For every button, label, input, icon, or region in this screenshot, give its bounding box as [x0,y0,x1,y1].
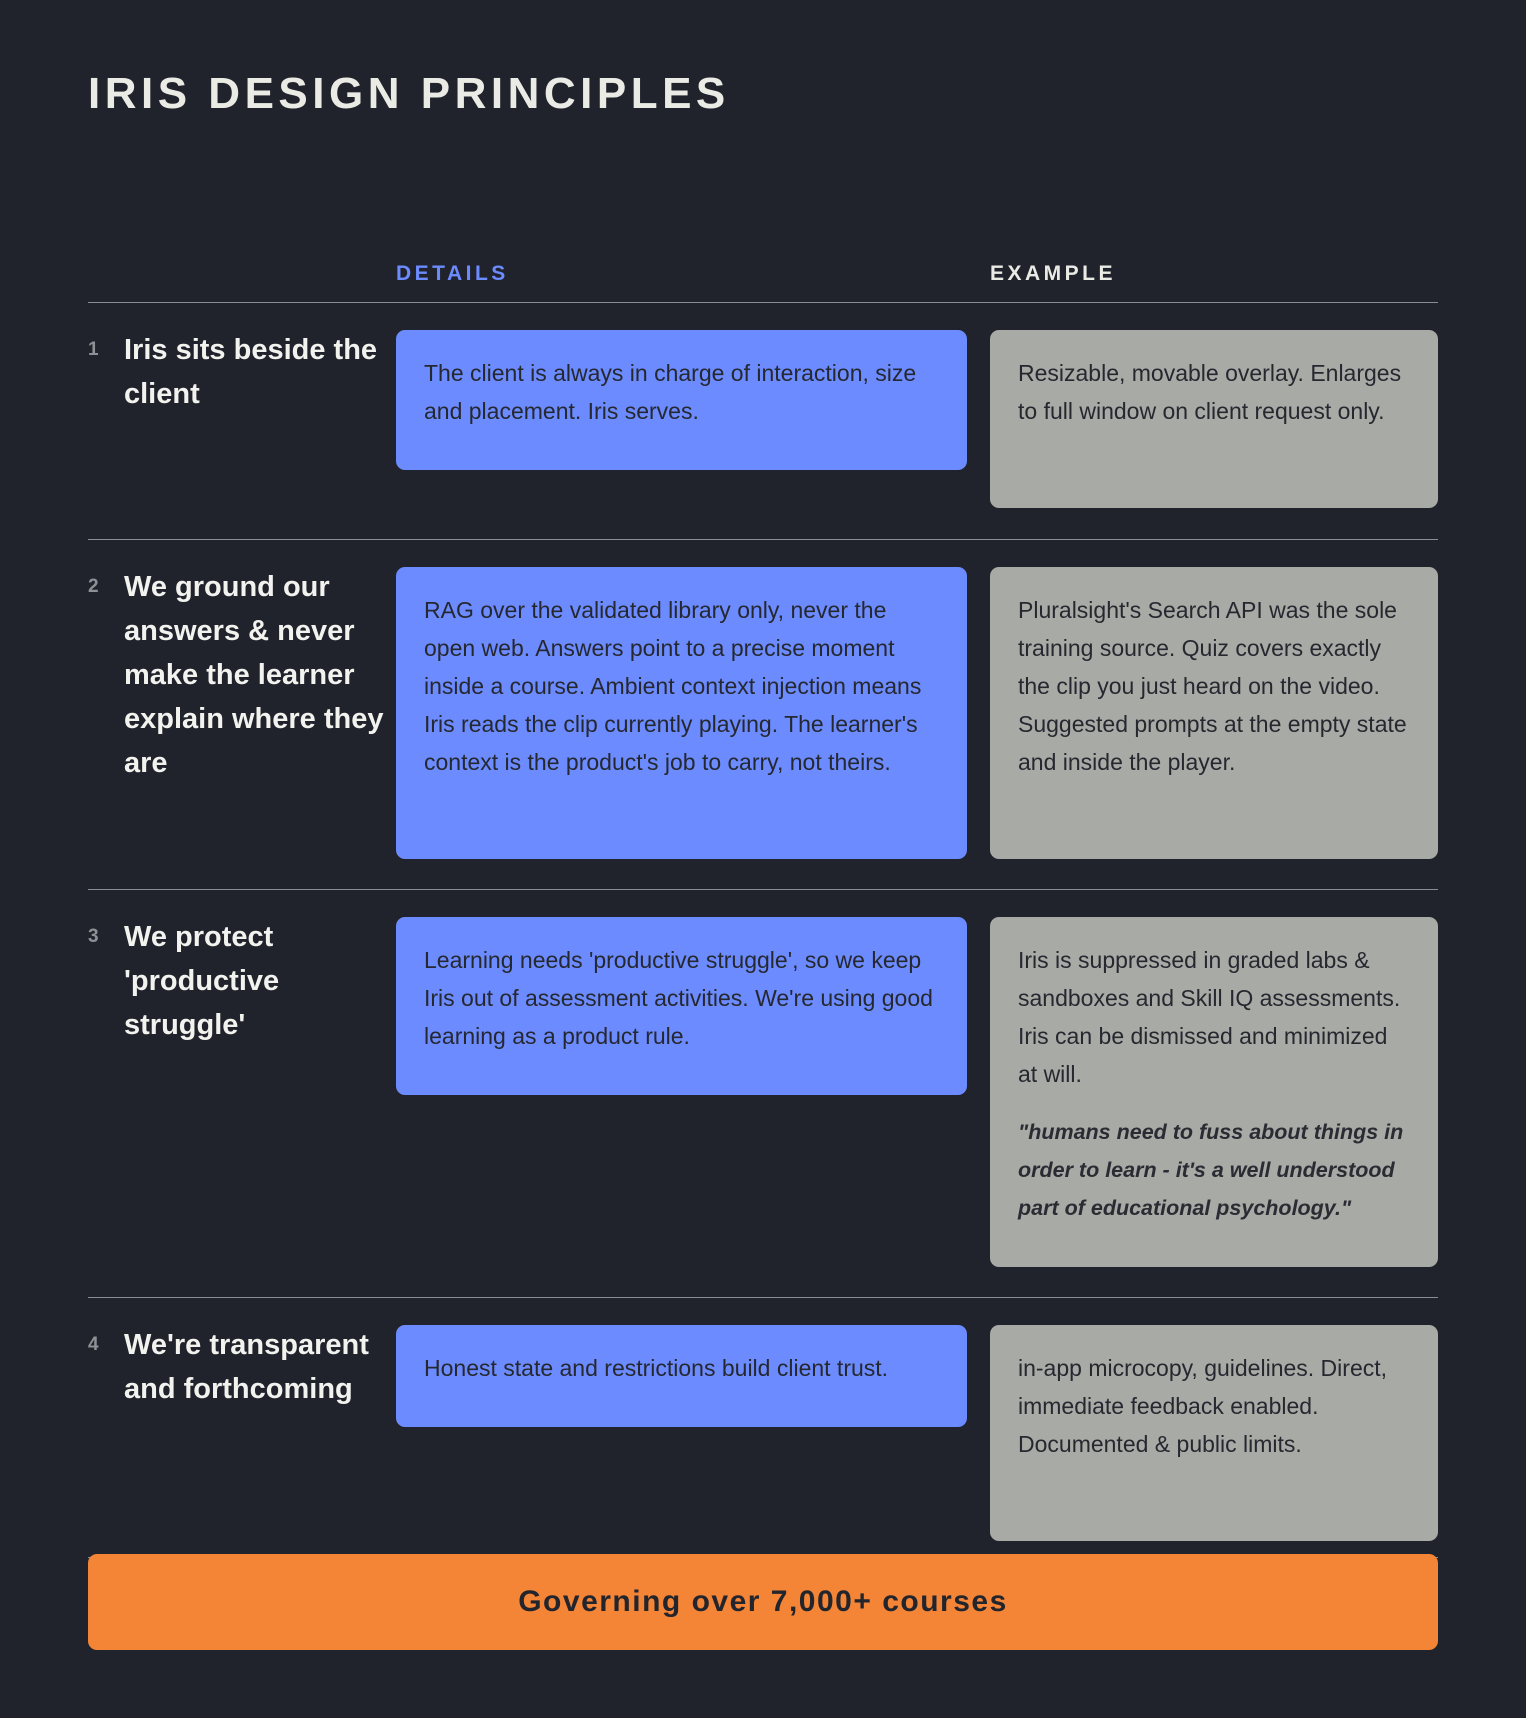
details-card: Learning needs 'productive struggle', so… [396,917,967,1095]
column-headers: DETAILS EXAMPLE [88,262,1438,302]
divider [88,889,1438,890]
example-card: Iris is suppressed in graded labs & sand… [990,917,1438,1267]
page-title: IRIS DESIGN PRINCIPLES [88,69,730,118]
example-card: in-app microcopy, guidelines. Direct, im… [990,1325,1438,1541]
principle-row-4: 4 We're transparent and forthcoming Hone… [88,1298,1438,1557]
principle-title: Iris sits beside the client [124,334,378,410]
details-card: Honest state and restrictions build clie… [396,1325,967,1427]
divider [88,302,1438,303]
principle-number: 4 [88,1334,99,1355]
divider [88,1297,1438,1298]
example-card: Pluralsight's Search API was the sole tr… [990,567,1438,859]
details-card: RAG over the validated library only, nev… [396,567,967,859]
principle-number: 1 [88,339,99,360]
courses-banner: Governing over 7,000+ courses [88,1554,1438,1650]
details-card: The client is always in charge of intera… [396,330,967,470]
principle-row-1: 1 Iris sits beside the client The client… [88,303,1438,539]
column-header-example: EXAMPLE [990,262,1117,285]
principle-title: We ground our answers & never make the l… [124,571,384,779]
example-quote: "humans need to fuss about things in ord… [1018,1120,1404,1220]
principle-title: We protect 'productive struggle' [124,921,280,1041]
example-card: Resizable, movable overlay. Enlarges to … [990,330,1438,508]
principle-number: 3 [88,926,99,947]
example-text: Iris is suppressed in graded labs & sand… [1018,947,1401,1087]
column-header-details: DETAILS [396,262,509,285]
principle-number: 2 [88,576,99,597]
principle-row-3: 3 We protect 'productive struggle' Learn… [88,890,1438,1297]
principle-title: We're transparent and forthcoming [124,1329,369,1405]
principle-row-2: 2 We ground our answers & never make the… [88,540,1438,889]
divider [88,539,1438,540]
